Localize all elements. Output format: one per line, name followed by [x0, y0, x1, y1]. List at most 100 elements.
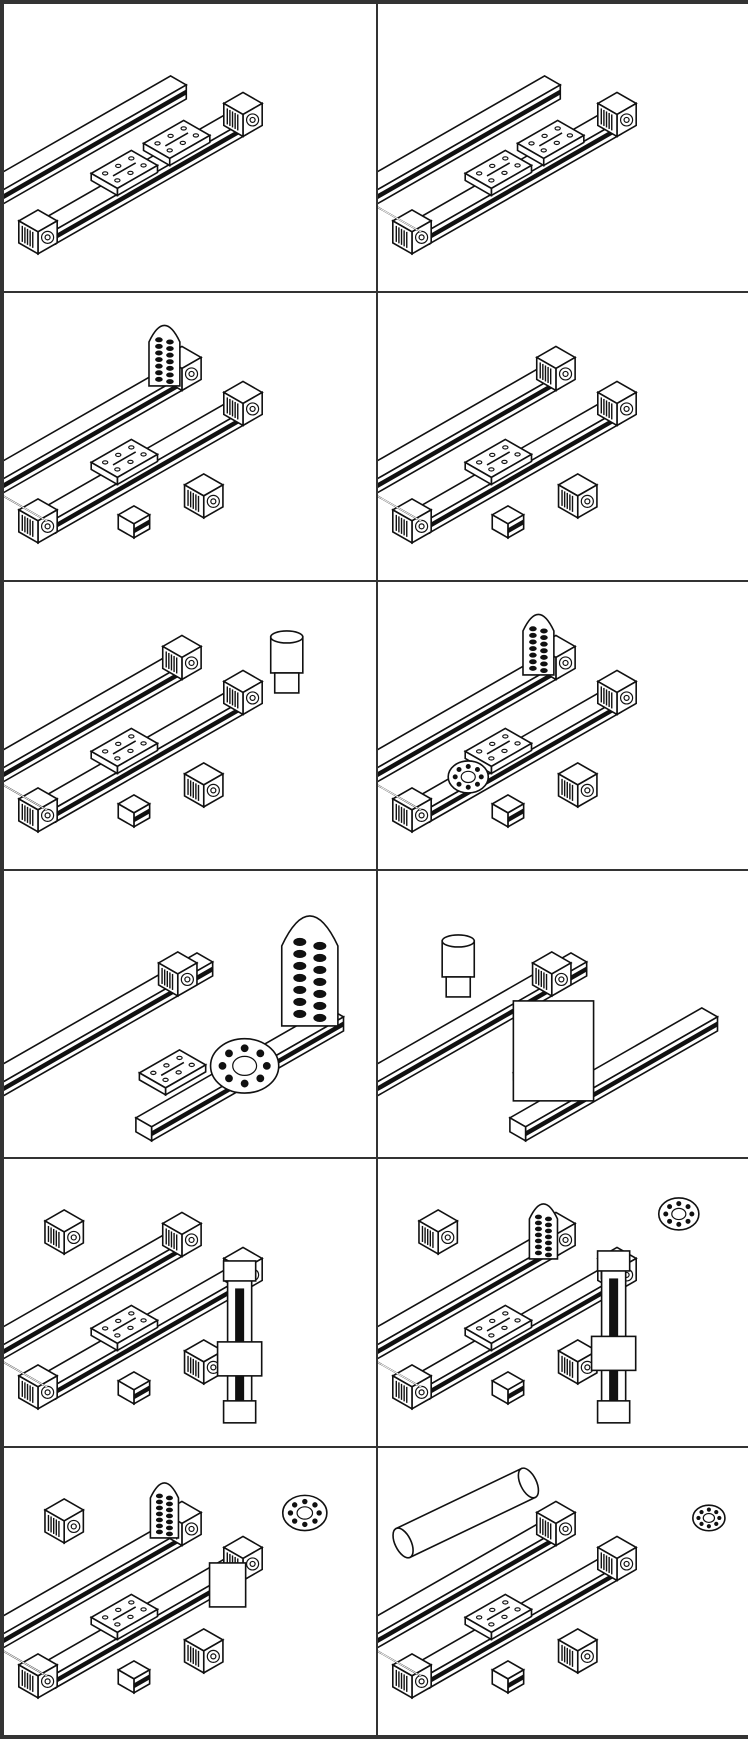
carriage-plate: [463, 1593, 534, 1641]
stepper-motor: [156, 950, 199, 997]
stepper-motor: [596, 380, 638, 427]
carriage-plate: [141, 119, 212, 167]
stepper-motor: [182, 761, 225, 808]
machine-assembly: [4, 1209, 264, 1424]
drive-shaft: [4, 495, 48, 522]
panel-drawing: [4, 324, 264, 545]
stepper-motor: [535, 1500, 577, 1547]
machine-assembly: [378, 345, 638, 545]
y-rail-stub: [116, 793, 152, 828]
drive-shaft: [378, 206, 422, 234]
carriage-plate: [515, 119, 586, 167]
stepper-motor: [530, 950, 573, 997]
carriage-plate: [89, 727, 160, 775]
stepper-motor: [17, 1653, 59, 1700]
assembly-panel-1: [3, 3, 377, 292]
machine-assembly: [4, 75, 264, 256]
panel-drawing: [378, 613, 638, 833]
machine-assembly: [378, 75, 638, 256]
x-rail-rear: [4, 363, 188, 494]
drive-shaft: [4, 784, 48, 811]
assembly-panel-8: [377, 869, 748, 1159]
drive-pulley: [209, 1037, 280, 1094]
stepper-motor: [222, 669, 264, 716]
machine-assembly: [378, 1197, 700, 1424]
y-rail-stub: [116, 504, 152, 540]
carriage-plate: [463, 149, 534, 197]
carriage-plate: [463, 438, 534, 486]
assembly-panel-2: [377, 3, 748, 292]
x-rail-rear: [378, 1519, 562, 1649]
vertical-motor: [269, 629, 304, 694]
x-rail-rear: [4, 75, 188, 205]
y-rail-stub: [490, 504, 526, 540]
gear-plate: [149, 1482, 180, 1539]
x-rail-rear: [4, 1519, 188, 1649]
y-rail-stub: [490, 1660, 526, 1695]
stepper-motor: [161, 1211, 203, 1259]
assembly-panel-3: [3, 291, 377, 581]
vertical-motor: [441, 933, 476, 998]
carriage-plate: [89, 438, 160, 486]
machine-assembly: [378, 933, 720, 1142]
stepper-motor: [43, 1498, 85, 1545]
stepper-motor: [391, 497, 433, 545]
panel-drawing: [4, 629, 304, 833]
stepper-motor: [535, 345, 577, 392]
carriage-plate: [137, 1048, 208, 1096]
assembly-panel-10: [377, 1158, 748, 1448]
stepper-motor: [182, 1628, 225, 1675]
x-rail-rear: [378, 363, 562, 494]
stepper-motor: [556, 761, 599, 808]
drive-shaft: [378, 1650, 422, 1678]
laser-cylinder: [392, 1467, 540, 1559]
stepper-motor: [596, 91, 638, 138]
x-rail-rear: [4, 652, 188, 782]
drive-shaft: [378, 1361, 422, 1389]
tool-plate: [208, 1562, 247, 1608]
machine-assembly: [4, 324, 264, 545]
gear-plate: [528, 1203, 559, 1261]
stepper-motor: [182, 472, 225, 520]
stepper-motor: [596, 669, 638, 716]
stepper-motor: [556, 472, 599, 520]
stepper-motor: [417, 1209, 459, 1256]
panel-drawing: [378, 933, 720, 1142]
machine-assembly: [4, 914, 346, 1142]
panel-drawing: [378, 345, 638, 545]
assembly-panel-12: [377, 1447, 748, 1736]
x-rail-rear: [378, 652, 562, 782]
y-rail-stub: [116, 1371, 152, 1406]
stepper-motor: [556, 1628, 599, 1675]
drive-shaft: [4, 1361, 48, 1389]
panel-drawing: [378, 75, 638, 256]
drive-shaft: [378, 784, 422, 811]
assembly-panel-5: [3, 580, 377, 870]
stepper-motor: [222, 91, 264, 138]
machine-assembly: [378, 1467, 726, 1700]
panel-drawing: [4, 914, 346, 1142]
drive-shaft: [378, 495, 422, 522]
assembly-panel-9: [3, 1158, 377, 1448]
stepper-motor: [17, 1364, 59, 1411]
drive-pulley: [657, 1197, 700, 1232]
gear-plate: [522, 613, 555, 676]
carriage-plate: [89, 149, 160, 197]
tool-plate: [512, 999, 595, 1102]
drive-pulley: [692, 1504, 726, 1532]
stepper-motor: [391, 1653, 433, 1700]
assembly-panel-4: [377, 291, 748, 581]
y-rail-stub: [116, 1660, 152, 1695]
stepper-motor: [17, 208, 59, 256]
carriage-plate: [89, 1593, 160, 1641]
panel-drawing: [4, 75, 264, 256]
carriage-plate: [463, 1304, 534, 1353]
x-rail-rear: [378, 75, 562, 205]
y-rail-stub: [490, 793, 526, 828]
panel-drawing: [4, 1482, 328, 1700]
z-column: [216, 1260, 263, 1424]
drive-pulley: [281, 1494, 328, 1532]
panel-drawing: [378, 1197, 700, 1424]
gear-plate: [280, 914, 339, 1027]
